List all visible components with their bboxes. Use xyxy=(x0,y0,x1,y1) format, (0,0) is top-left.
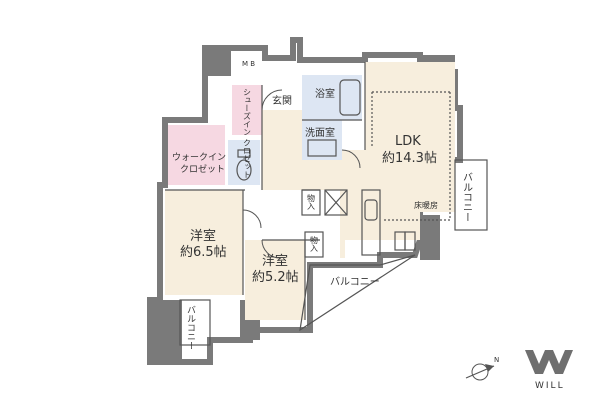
compass-arrow xyxy=(485,364,494,372)
ldk-size: 約14.3帖 xyxy=(382,151,437,166)
washroom-label: 洗面室 xyxy=(305,126,335,139)
storage-2 xyxy=(304,231,324,258)
walkin-closet-label-2: クロゼット xyxy=(180,163,225,175)
toilet xyxy=(236,159,252,181)
logo-mark xyxy=(525,350,573,374)
wall-block-top-left xyxy=(205,48,231,76)
shoes-closet-label: シューズイン クロゼット xyxy=(243,88,252,179)
storage-1-label: 物入 xyxy=(307,193,316,210)
balcony-bottom-outline xyxy=(299,254,416,332)
western2-size: 約5.2帖 xyxy=(252,270,299,285)
will-logo-icon: WILL xyxy=(525,350,573,391)
sink xyxy=(364,199,378,221)
entrance-label: 玄関 xyxy=(272,94,292,107)
western1-name: 洋室 xyxy=(190,228,216,244)
balcony-bottom-label: バルコニー xyxy=(330,276,380,288)
interior-lines xyxy=(165,62,451,320)
floor-heating-label: 床暖房 xyxy=(414,200,438,210)
western2-name: 洋室 xyxy=(262,253,288,269)
fridge-area xyxy=(324,189,348,216)
compass-label: N xyxy=(494,356,499,364)
storage-2-label: 物入 xyxy=(310,235,319,252)
door-western2 xyxy=(261,239,281,259)
kitchen-counter xyxy=(361,189,381,256)
balcony-right-label: バルコニー xyxy=(461,172,473,222)
walkin-closet-label-1: ウォークイン xyxy=(172,152,226,163)
western1-fill xyxy=(165,190,243,295)
shoes-closet-fill xyxy=(232,85,262,135)
balcony-right-outline xyxy=(454,159,488,231)
balconies xyxy=(179,159,488,346)
door-swings xyxy=(242,89,361,259)
toilet-fill xyxy=(228,140,260,185)
bathroom-label: 浴室 xyxy=(315,87,335,100)
storage-1 xyxy=(301,189,321,216)
ldk-name: LDK xyxy=(395,134,421,149)
compass-icon: N xyxy=(465,356,499,381)
door-ldk xyxy=(341,149,361,169)
walkin-closet-fill xyxy=(168,125,225,185)
western1-size: 約6.5帖 xyxy=(180,245,227,260)
mb-label: M B xyxy=(242,60,255,68)
washbasin xyxy=(307,139,337,157)
toilet-tank xyxy=(237,149,251,158)
fridge-x2 xyxy=(324,189,348,216)
door-entrance xyxy=(261,89,283,111)
wall-block-bottom-left xyxy=(150,300,182,360)
wall-block-right xyxy=(420,215,440,260)
western2-fill xyxy=(245,240,305,320)
balcony-left-outline xyxy=(179,299,211,346)
door-western1 xyxy=(242,209,262,229)
bathtub xyxy=(339,79,361,116)
balcony-left-label: バルコニー xyxy=(185,305,196,350)
labels: LDK 約14.3帖 洋室 約6.5帖 洋室 約5.2帖 浴室 洗面室 玄関 M… xyxy=(172,60,473,350)
bathroom-fill xyxy=(302,75,362,120)
dishwasher-2 xyxy=(404,231,416,251)
logo-text: WILL xyxy=(535,381,565,391)
